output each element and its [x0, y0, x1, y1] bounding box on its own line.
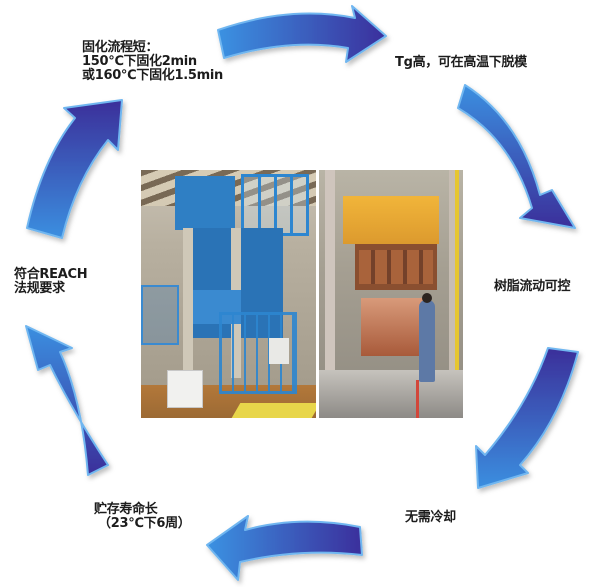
node-resin-line-1: 树脂流动可控: [494, 279, 571, 294]
press-machine-photo-left: [141, 170, 316, 418]
node-cure-line-2: 150℃下固化2min: [82, 54, 197, 69]
arrow-cure-to-tg: [217, 5, 387, 63]
node-reach-line-2: 法规要求: [14, 281, 65, 296]
center-photos: [141, 170, 463, 418]
arrow-cool-to-shelf: [206, 515, 363, 581]
arrow-tg-to-resin: [457, 84, 576, 229]
arrow-shelf-to-reach: [25, 325, 109, 476]
node-reach-line-1: 符合REACH: [14, 267, 88, 282]
node-resin-label: 树脂流动可控: [494, 279, 571, 294]
arrow-resin-to-cool: [475, 347, 579, 489]
press-machine-photo-right: [319, 170, 463, 418]
node-cure-label: 固化流程短： 150℃下固化2min 或160℃下固化1.5min: [82, 41, 223, 83]
node-cool-label: 无需冷却: [405, 511, 456, 525]
node-shelf-line-1: 贮存寿命长: [94, 502, 158, 517]
node-reach-label: 符合REACH 法规要求: [14, 267, 88, 296]
node-tg-label: Tg高，可在高温下脱模: [395, 56, 527, 70]
node-cure-line-1: 固化流程短：: [82, 40, 159, 55]
node-cure-line-3: 或160℃下固化1.5min: [82, 68, 223, 83]
node-cool-line-1: 无需冷却: [405, 510, 456, 525]
node-shelf-line-2: （23℃下6周）: [98, 516, 191, 531]
node-tg-line-1: Tg高，可在高温下脱模: [395, 55, 527, 70]
arrow-reach-to-cure: [26, 99, 123, 239]
node-shelf-label: 贮存寿命长 （23℃下6周）: [94, 502, 191, 531]
